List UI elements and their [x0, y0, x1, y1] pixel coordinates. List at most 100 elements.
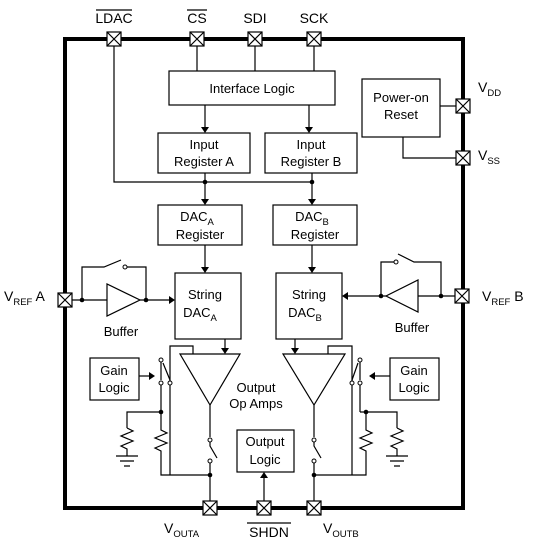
power-on-reset-box [361, 78, 441, 138]
output-logic-box [236, 429, 295, 473]
vrefb-bypass-switch-contact [393, 259, 399, 265]
dac-register-b-line2: Register [291, 227, 340, 242]
pin-vouta [202, 500, 218, 516]
arrow-dacreg-b [308, 199, 316, 205]
vrefb-bypass-right [397, 253, 442, 296]
dac-register-b-box [272, 204, 358, 246]
arrow-inreg-a [201, 127, 209, 133]
arrow-gain-a [149, 372, 155, 380]
pin-sck-label: SCK [300, 10, 329, 26]
input-register-b-line2: Register B [281, 154, 342, 169]
string-dac-b-box [275, 272, 343, 340]
dac-register-a-line2: Register [176, 227, 225, 242]
gain-logic-b-line2: Logic [398, 380, 430, 395]
buffer-b-junction [378, 293, 384, 299]
junction-ldac-b [309, 179, 315, 185]
pin-shdn-label: SHDN [249, 524, 289, 540]
opamps-label-line1: Output [236, 380, 275, 395]
opamp-b-sw-top [311, 437, 317, 443]
buffer-a-label: Buffer [104, 324, 139, 339]
buffer-b-label: Buffer [395, 320, 430, 335]
gain-logic-b-box [389, 357, 440, 401]
pin-vrefb-label: VREF B [482, 288, 524, 308]
gain-b-switch-contact-bot [357, 380, 363, 386]
pin-sdi-label: SDI [243, 10, 266, 26]
pin-vrefa-label: VREF A [4, 288, 45, 308]
pin-voutb-label: VOUTB [323, 520, 359, 540]
opamp-a-sw-bot [207, 458, 213, 464]
resistor-a2 [153, 412, 210, 476]
gain-b-switch-contact-mid [349, 380, 355, 386]
gain-a-switch [162, 362, 171, 381]
vrefa-bypass-right [127, 266, 147, 300]
arrow-string-a-ref [169, 296, 175, 304]
pin-sck [306, 31, 322, 47]
gain-b-to-gnd-resistor [360, 411, 398, 428]
gain-logic-a-line1: Gain [100, 363, 127, 378]
output-logic-line1: Output [245, 434, 284, 449]
pin-ldac-label: LDAC [95, 10, 132, 26]
resistor-b1 [389, 427, 405, 456]
buffer-b-triangle [384, 279, 419, 313]
pin-sdi [247, 31, 263, 47]
gain-logic-a-box [89, 357, 140, 401]
gain-a-switch-contact-top [158, 357, 164, 363]
ldac-wire [113, 46, 312, 183]
input-register-a-line2: Register A [174, 154, 234, 169]
gain-a-switch-contact-mid [167, 380, 173, 386]
interface-logic-box [168, 70, 336, 106]
output-logic-line2: Logic [249, 452, 281, 467]
pin-vdd-label: VDD [478, 79, 501, 99]
string-dac-b-line1: String [292, 287, 326, 302]
buffer-a-junction [143, 297, 149, 303]
pin-vouta-label: VOUTA [164, 520, 200, 540]
opamp-b-feedback [327, 345, 353, 475]
dac-register-a-line1: DACA [180, 209, 214, 228]
vss-wire [402, 137, 456, 159]
vrefb-bypass-left [380, 261, 394, 296]
arrow-gain-b [369, 372, 375, 380]
junction-ldac-a [202, 179, 208, 185]
arrow-inreg-b [305, 127, 313, 133]
opamp-a-feedback [169, 345, 194, 475]
arrow-string-a [201, 267, 209, 273]
voutb-junction [311, 472, 317, 478]
opamp-b-shdn-switch [313, 442, 322, 459]
pin-cs [189, 31, 205, 47]
gain-a-switch-contact-bot [158, 380, 164, 386]
power-on-reset-line1: Power-on [373, 90, 429, 105]
resistor-a1 [119, 427, 135, 456]
gain-a-to-gnd-resistor [126, 411, 161, 428]
pin-cs-label: CS [187, 10, 206, 26]
pin-shdn [256, 500, 272, 516]
ground-b [386, 455, 408, 467]
string-dac-a-line1: String [188, 287, 222, 302]
pin-vrefb [454, 288, 470, 304]
gain-logic-b-line1: Gain [400, 363, 427, 378]
ground-a [116, 455, 138, 467]
dac-register-b-line1: DACB [295, 209, 329, 228]
dac-register-a-box [157, 204, 243, 246]
buffer-a-triangle [106, 283, 142, 317]
pin-ldac [106, 31, 122, 47]
arrow-opamp-b [291, 348, 299, 354]
string-dac-a-box [174, 272, 242, 340]
pin-vrefa [57, 292, 73, 308]
opamp-a-triangle [178, 353, 242, 407]
gain-b-switch-contact-top [357, 357, 363, 363]
string-dac-b-line2: DACB [288, 305, 322, 324]
arrow-string-b-ref [342, 292, 348, 300]
input-register-b-box [264, 132, 358, 174]
gain-b-switch [351, 362, 359, 381]
pin-vdd [455, 98, 471, 114]
arrow-opamp-a [221, 348, 229, 354]
gain-logic-a-line2: Logic [98, 380, 130, 395]
opamps-label-line2: Op Amps [229, 396, 283, 411]
arrow-dacreg-a [201, 199, 209, 205]
arrow-output-logic [260, 472, 268, 478]
vrefa-bypass-left [81, 259, 122, 300]
pin-voutb [306, 500, 322, 516]
input-register-a-line1: Input [190, 137, 219, 152]
resistor-b2 [314, 412, 374, 476]
